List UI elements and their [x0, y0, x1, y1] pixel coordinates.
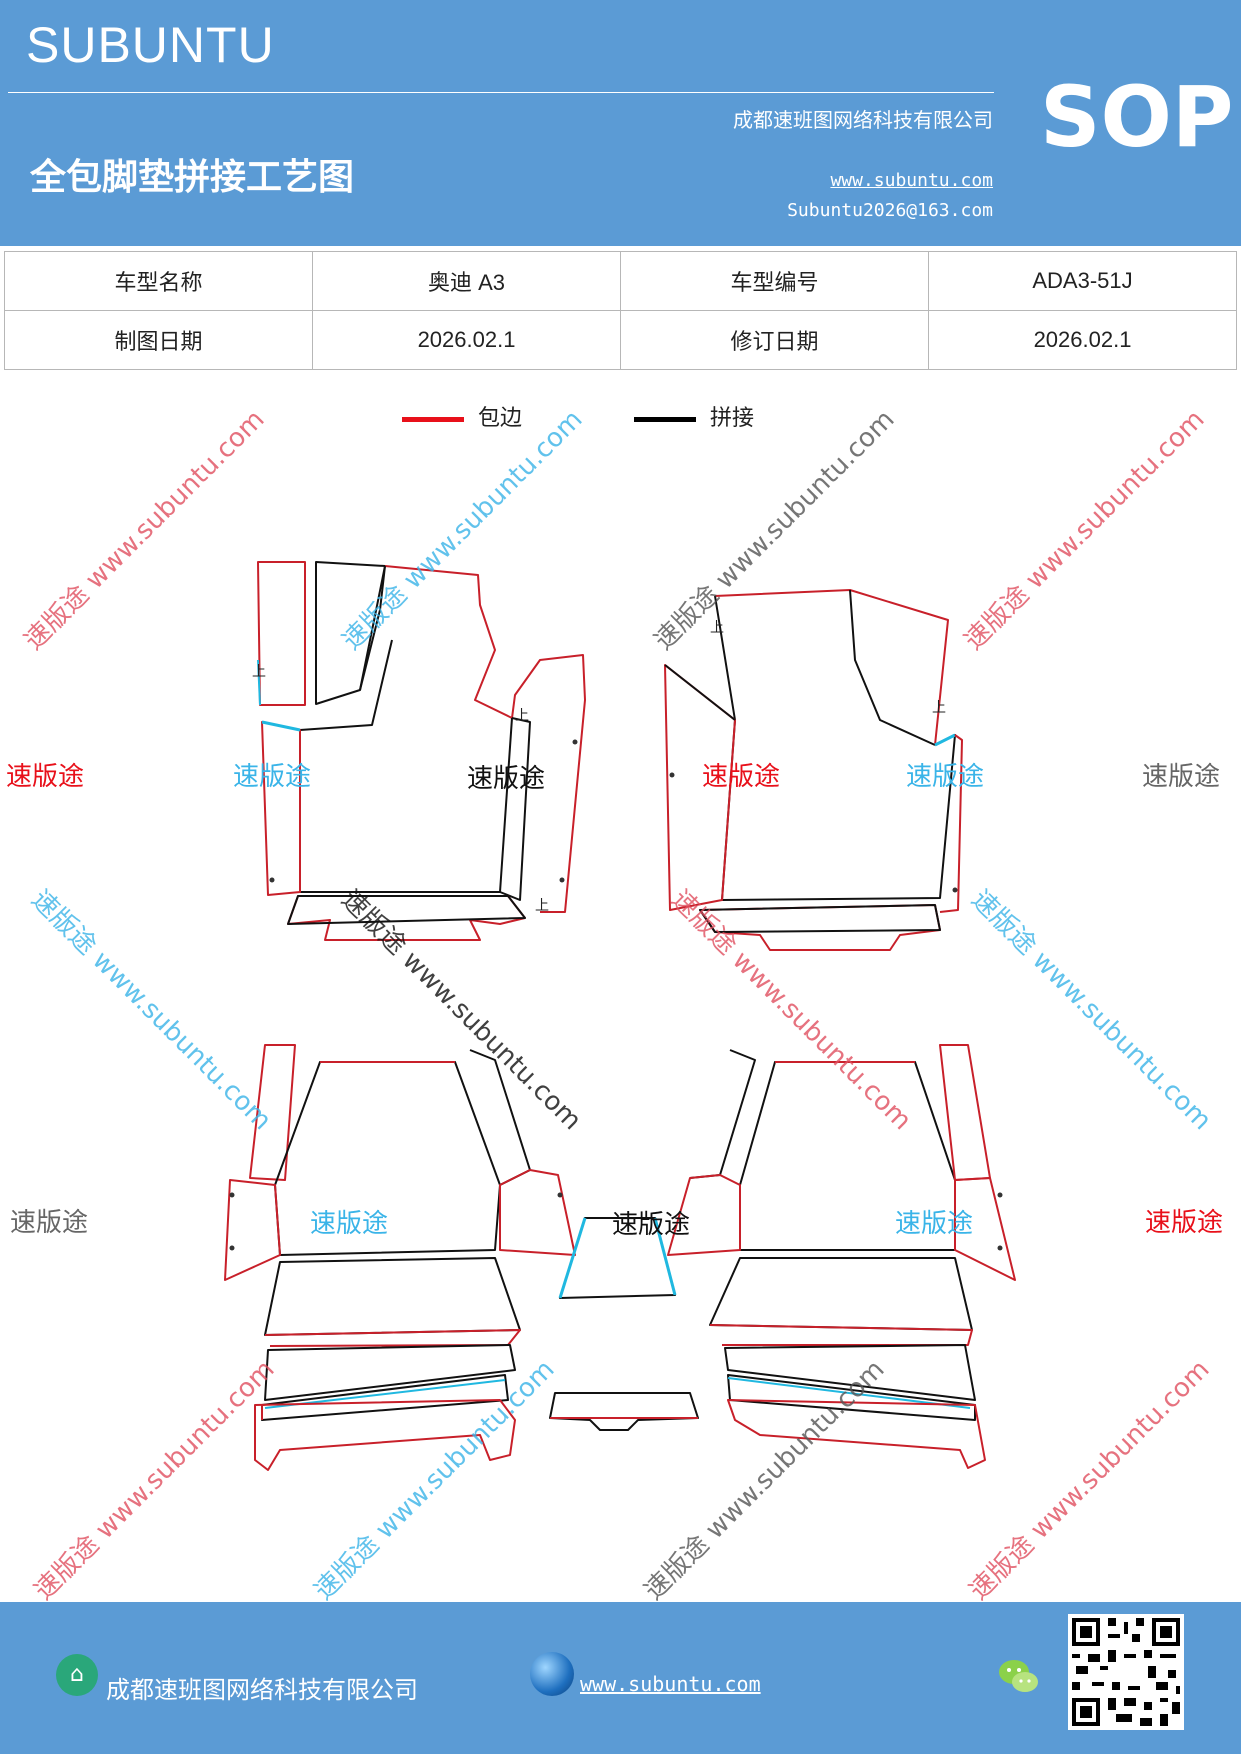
up-mark: 上 — [515, 708, 529, 724]
watermark-brand: 速版途 — [233, 762, 312, 792]
value-revise-date: 2026.02.1 — [928, 310, 1237, 370]
qr-code — [1068, 1614, 1184, 1730]
watermark-brand: 速版途 — [10, 1208, 89, 1238]
rivet-dot — [669, 772, 675, 778]
watermark-brand: 速版途 — [895, 1209, 974, 1239]
watermark-brand: 速版途 — [906, 762, 985, 792]
legend-edge-label: 包边 — [478, 406, 523, 431]
website-link[interactable]: www.subuntu.com — [830, 170, 993, 191]
rivet-dot — [572, 739, 578, 745]
up-mark: 上 — [252, 664, 266, 680]
table-row: 制图日期 2026.02.1 修订日期 2026.02.1 — [4, 310, 1237, 370]
house-icon: ⌂ — [56, 1654, 98, 1696]
rear-left-mat — [224, 1044, 576, 1471]
watermark-brand: 速版途 — [6, 762, 85, 792]
value-model-code: ADA3-51J — [928, 251, 1237, 311]
footer-banner: ⌂ 成都速班图网络科技有限公司 www.subuntu.com — [0, 1602, 1241, 1754]
header-banner: SUBUNTU 成都速班图网络科技有限公司 全包脚垫拼接工艺图 www.subu… — [0, 0, 1241, 246]
rivet-dot — [952, 887, 958, 893]
legend-seam: 拼接 — [634, 400, 754, 432]
rivet-dot — [557, 1192, 563, 1198]
rivet-dot — [269, 877, 275, 883]
seam-line-swatch — [634, 416, 696, 422]
legend-seam-label: 拼接 — [710, 406, 755, 431]
up-mark: 上 — [932, 700, 946, 716]
watermark-brand: 速版途 — [702, 762, 781, 792]
sop-badge: SOP — [1040, 68, 1234, 166]
company-name: 成都速班图网络科技有限公司 — [733, 108, 993, 132]
watermark-brand: 速版途 — [1145, 1208, 1224, 1238]
label-model-name: 车型名称 — [4, 251, 313, 311]
vehicle-info-table: 车型名称 奥迪 A3 车型编号 ADA3-51J 制图日期 2026.02.1 … — [4, 251, 1237, 370]
legend-edge: 包边 — [402, 400, 522, 432]
rivet-dot — [997, 1245, 1003, 1251]
watermark-brand: 速版途 — [1142, 762, 1221, 792]
front-left-mat — [257, 561, 586, 941]
email-address: Subuntu2026@163.com — [787, 200, 993, 221]
rivet-dot — [559, 877, 565, 883]
globe-icon — [530, 1652, 574, 1696]
watermark-brand: 速版途 — [310, 1209, 389, 1239]
up-mark: 上 — [710, 620, 724, 636]
rivet-dot — [229, 1245, 235, 1251]
value-model-name: 奥迪 A3 — [312, 251, 621, 311]
table-row: 车型名称 奥迪 A3 车型编号 ADA3-51J — [4, 251, 1237, 311]
footer-website-link[interactable]: www.subuntu.com — [580, 1672, 761, 1696]
label-revise-date: 修订日期 — [620, 310, 929, 370]
footer-company-name: 成都速班图网络科技有限公司 — [106, 1676, 418, 1704]
front-right-mat — [664, 589, 963, 951]
wechat-icon[interactable] — [996, 1654, 1042, 1700]
watermark-brand: 速版途 — [467, 764, 546, 794]
floor-mat-diagram: 上 上 上 上 上 — [224, 561, 1016, 1471]
label-draw-date: 制图日期 — [4, 310, 313, 370]
rivet-dot — [997, 1192, 1003, 1198]
value-draw-date: 2026.02.1 — [312, 310, 621, 370]
rivet-dot — [229, 1192, 235, 1198]
document-title: 全包脚垫拼接工艺图 — [30, 157, 355, 198]
header-divider — [8, 92, 994, 93]
edge-line-swatch — [402, 416, 464, 422]
rear-right-mat — [667, 1044, 1016, 1469]
brand-logo-text: SUBUNTU — [26, 17, 275, 73]
rear-center-hump — [549, 1217, 699, 1431]
watermark-brand: 速版途 — [612, 1210, 691, 1240]
label-model-code: 车型编号 — [620, 251, 929, 311]
up-mark: 上 — [535, 898, 549, 914]
